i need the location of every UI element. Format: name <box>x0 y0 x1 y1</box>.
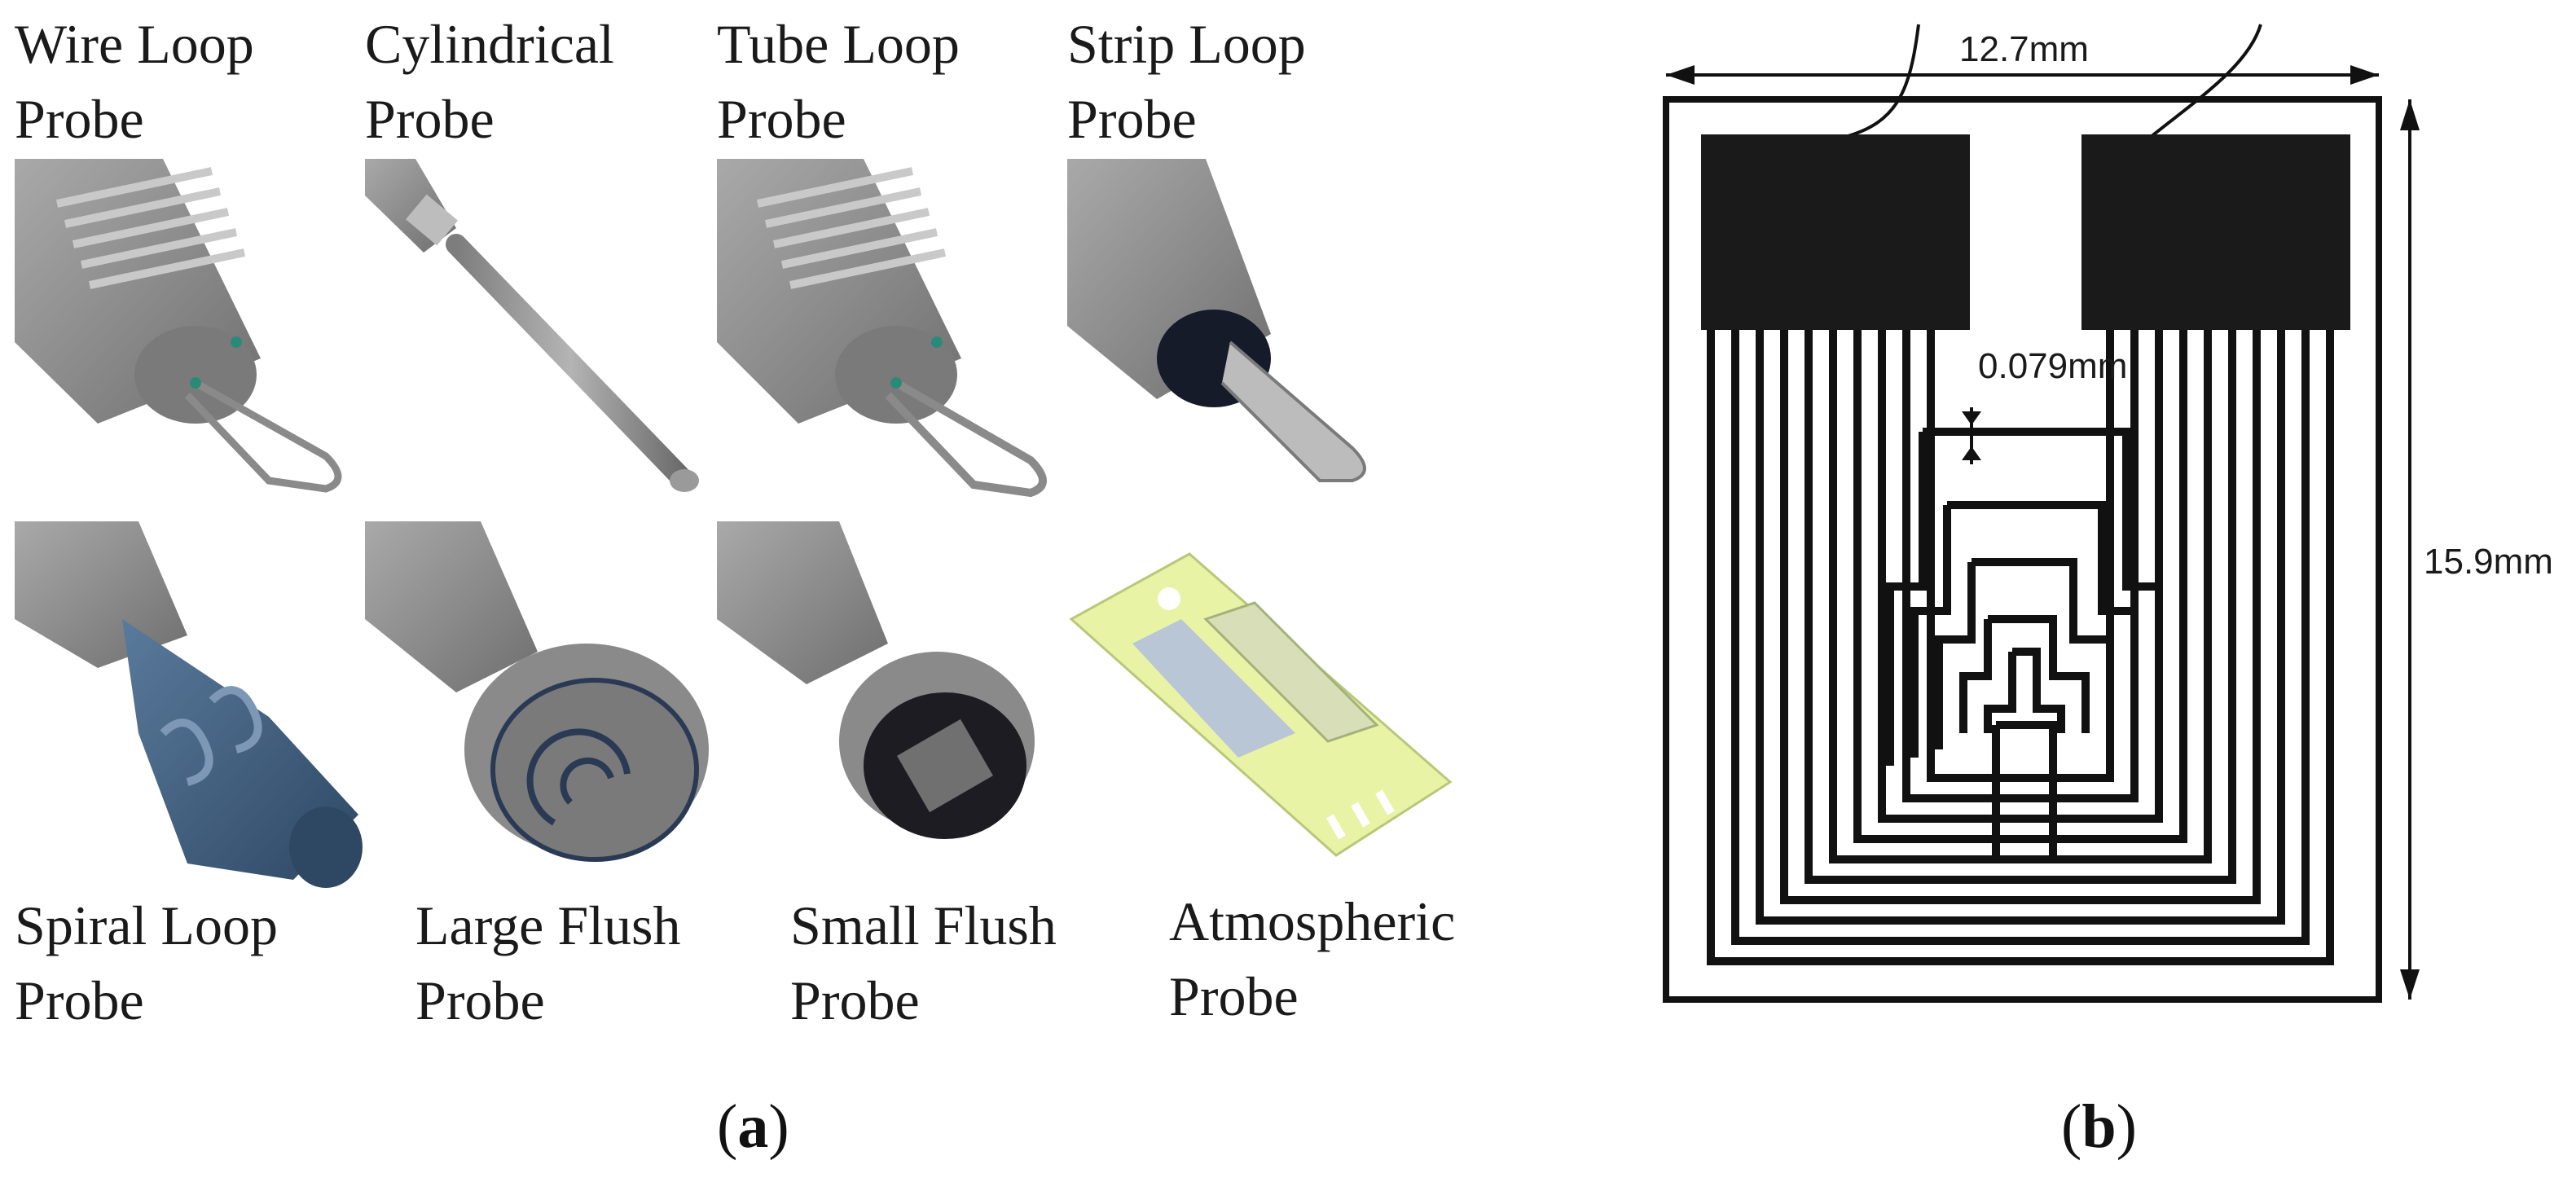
spiral-loop-probe-image <box>15 521 363 888</box>
electrode-traces <box>1707 330 2334 965</box>
probe-label-line2: Probe <box>15 969 144 1031</box>
lead-wire-left <box>1844 24 1920 138</box>
spiral-loop-probe-label: Spiral Loop Probe <box>15 888 278 1038</box>
tube-loop-probe-image <box>717 159 1047 498</box>
probe-label-line1: Spiral Loop <box>15 894 278 956</box>
probe-label-line2: Probe <box>1067 88 1197 150</box>
probe-label-line1: Large Flush <box>415 894 681 956</box>
width-dimension <box>1666 65 2379 85</box>
panel-b-letter: b <box>2081 1092 2117 1161</box>
probe-label-line1: Small Flush <box>790 894 1057 956</box>
substrate-outline <box>1663 96 2382 1003</box>
probe-label-line2: Probe <box>365 88 495 150</box>
lead-wire-right <box>2149 24 2262 138</box>
gap-label: 0.079mm <box>1978 346 2128 386</box>
height-label: 15.9mm <box>2424 542 2553 582</box>
tube-loop-probe-label: Tube Loop Probe <box>717 7 960 156</box>
sensor-diagram <box>1663 24 2420 1003</box>
panel-a-letter: a <box>737 1092 769 1161</box>
contact-pad-left <box>1701 134 1970 330</box>
panel-a-tag: (a) <box>717 1092 789 1161</box>
atmospheric-probe-image <box>1069 552 1453 857</box>
probe-label-line1: Tube Loop <box>717 13 960 75</box>
probe-label-line2: Probe <box>415 969 545 1031</box>
small-flush-probe-label: Small Flush Probe <box>790 888 1057 1038</box>
strip-loop-probe-label: Strip Loop Probe <box>1067 7 1306 156</box>
height-dimension <box>2400 99 2420 1000</box>
probe-label-line2: Probe <box>717 88 846 150</box>
probe-label-line2: Probe <box>1169 965 1299 1027</box>
contact-pad-right <box>2081 134 2350 330</box>
probe-label-line1: Cylindrical <box>365 13 614 75</box>
strip-loop-probe-image <box>1067 159 1366 482</box>
probe-renders <box>15 159 1453 888</box>
panel-b-tag: (b) <box>2061 1092 2137 1161</box>
probe-label-line1: Atmospheric <box>1169 890 1456 952</box>
probe-label-line2: Probe <box>15 88 144 150</box>
probe-label-line1: Wire Loop <box>15 13 254 75</box>
wire-loop-probe-image <box>15 159 342 493</box>
cylindrical-probe-label: Cylindrical Probe <box>365 7 614 156</box>
width-label: 12.7mm <box>1959 29 2089 69</box>
probe-label-line1: Strip Loop <box>1067 13 1306 75</box>
small-flush-probe-image <box>717 521 1035 839</box>
atmospheric-probe-label: Atmospheric Probe <box>1169 884 1455 1034</box>
gap-dimension <box>1962 407 1981 464</box>
cylindrical-probe-image <box>365 159 699 492</box>
wire-loop-probe-label: Wire Loop Probe <box>15 7 254 156</box>
large-flush-probe-image <box>365 521 709 862</box>
probe-label-line2: Probe <box>790 969 920 1031</box>
large-flush-probe-label: Large Flush Probe <box>415 888 681 1038</box>
